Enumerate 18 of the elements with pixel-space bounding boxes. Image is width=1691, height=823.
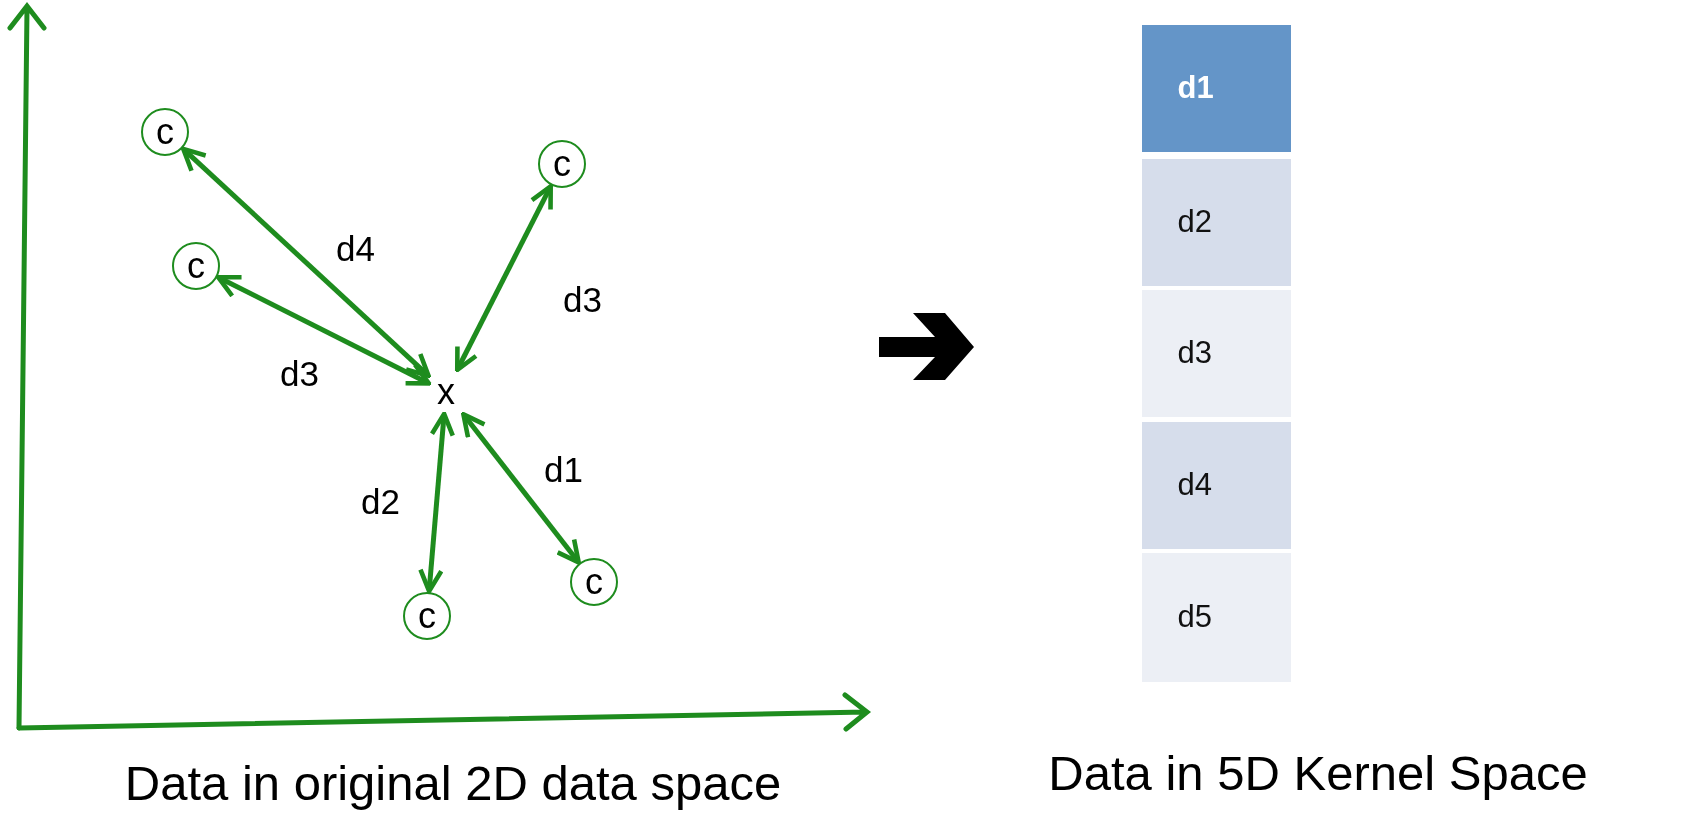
point-circle: c <box>141 108 189 156</box>
panel-caption: Data in original 2D data space <box>124 755 782 811</box>
kernel-dimension-cell: d4 <box>1141 421 1291 549</box>
point-circle: c <box>538 140 586 188</box>
double-arrow <box>461 412 581 565</box>
kernel-dimension-cell: d5 <box>1141 552 1291 682</box>
point-circle: c <box>403 592 451 640</box>
kernel-dimension-cell: d3 <box>1141 289 1291 417</box>
double-arrow <box>454 183 553 373</box>
panel-caption: Data in 5D Kernel Space <box>1048 745 1588 801</box>
point-circle: c <box>172 242 220 290</box>
double-arrow <box>418 411 456 594</box>
kernel-dimension-cell: d1 <box>1141 24 1291 152</box>
double-arrow <box>181 146 431 379</box>
point-circle: c <box>570 558 618 606</box>
kernel-dimension-cell: d2 <box>1141 158 1291 286</box>
query-point-label: x <box>431 372 461 412</box>
double-arrow <box>215 274 432 386</box>
